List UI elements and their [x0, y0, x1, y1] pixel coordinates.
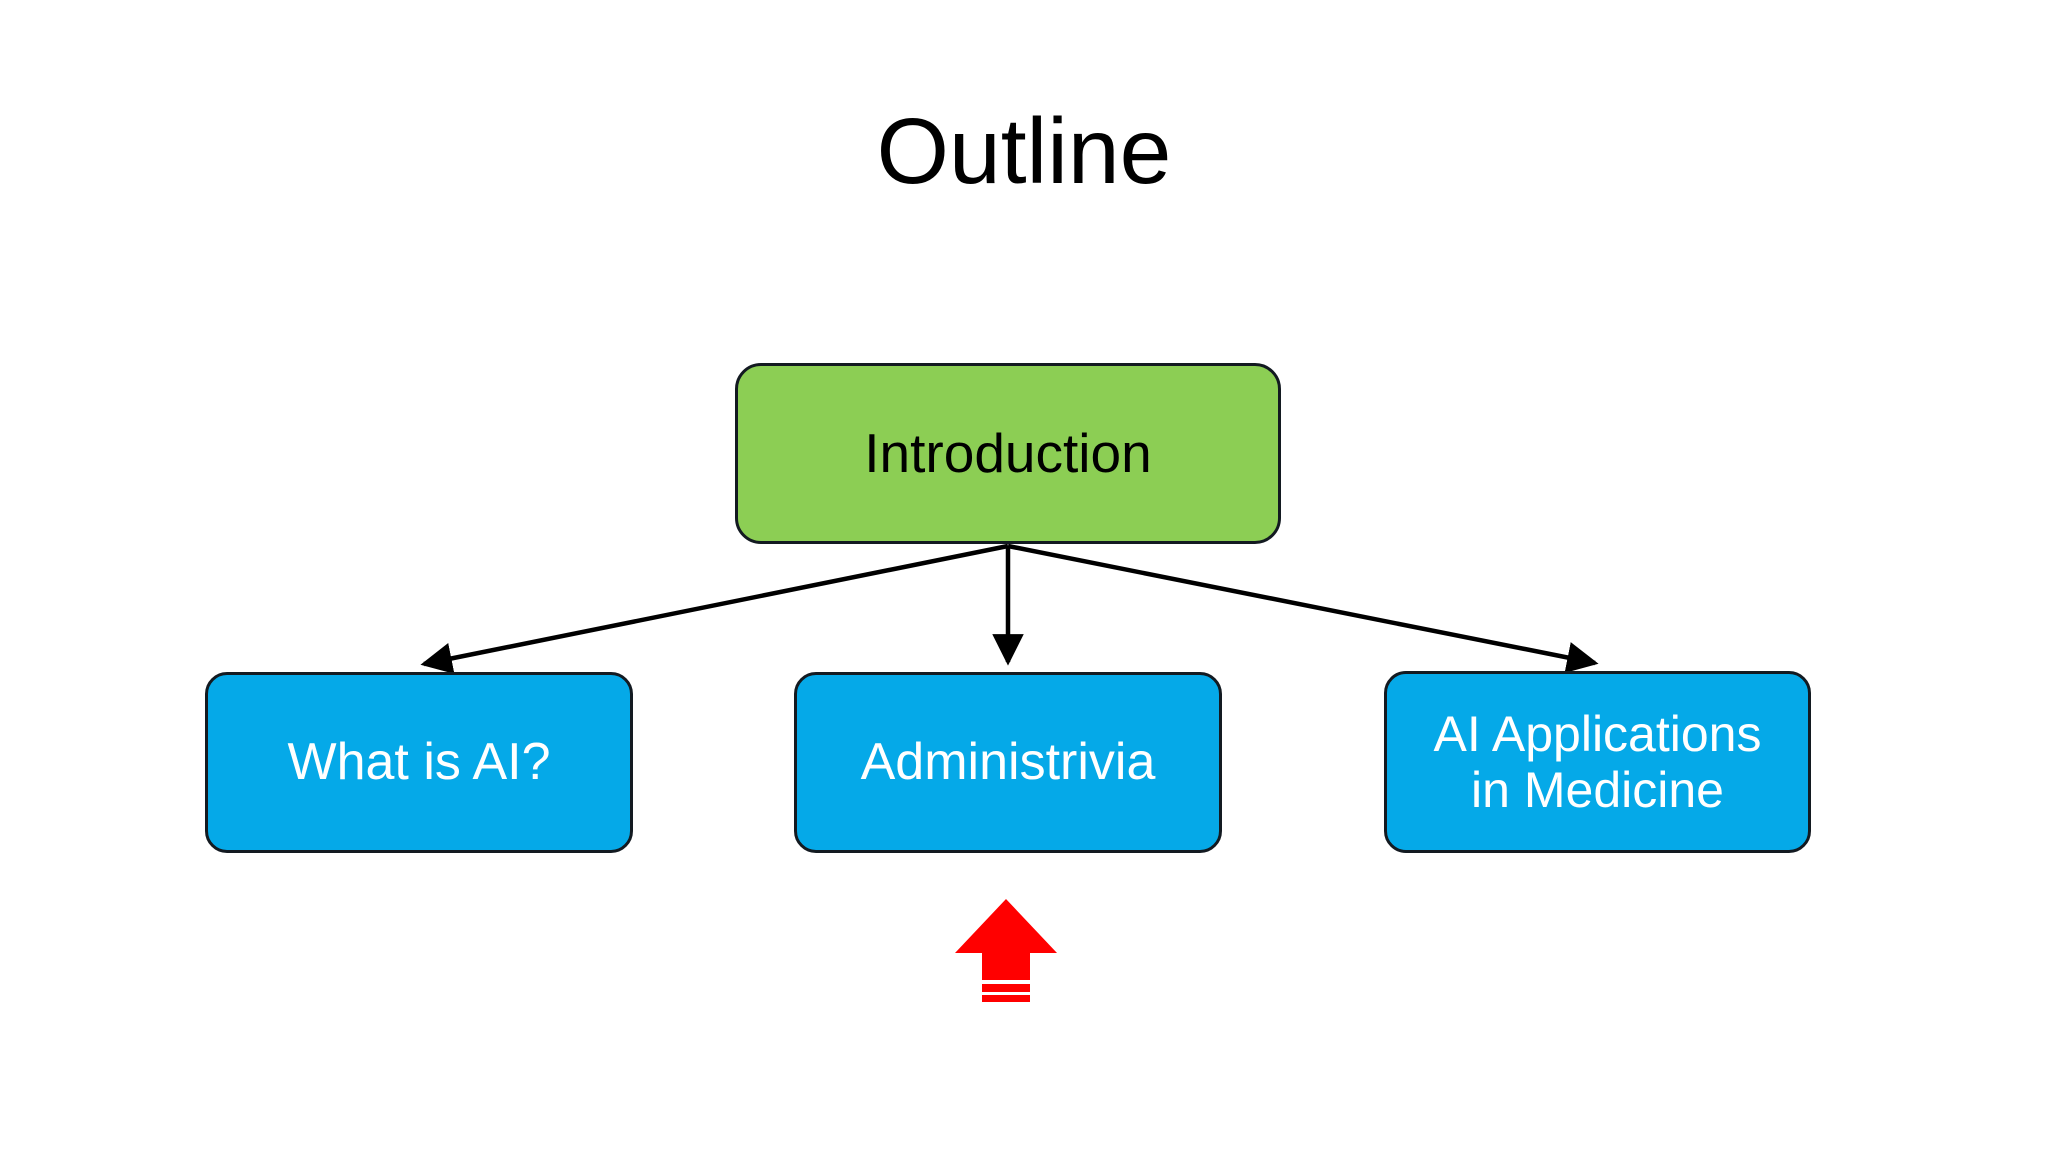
node-what-is-ai-label: What is AI?	[287, 733, 551, 792]
node-administrivia[interactable]: Administrivia	[794, 672, 1222, 853]
node-introduction[interactable]: Introduction	[735, 363, 1281, 544]
connector-root-to-what-is-ai	[420, 543, 1009, 674]
red-up-arrow-icon	[955, 899, 1057, 1002]
node-introduction-label: Introduction	[864, 422, 1152, 485]
node-ai-applications-label: AI Applications in Medicine	[1433, 706, 1762, 818]
node-what-is-ai[interactable]: What is AI?	[205, 672, 633, 853]
red-arrow-head	[955, 899, 1057, 980]
node-administrivia-label: Administrivia	[860, 733, 1156, 792]
connector-root-to-ai-applications	[1007, 543, 1599, 673]
node-ai-applications[interactable]: AI Applications in Medicine	[1384, 671, 1811, 853]
red-arrow-band-2	[982, 995, 1030, 1002]
red-arrow-band-1	[982, 984, 1030, 992]
page-title: Outline	[876, 99, 1172, 203]
